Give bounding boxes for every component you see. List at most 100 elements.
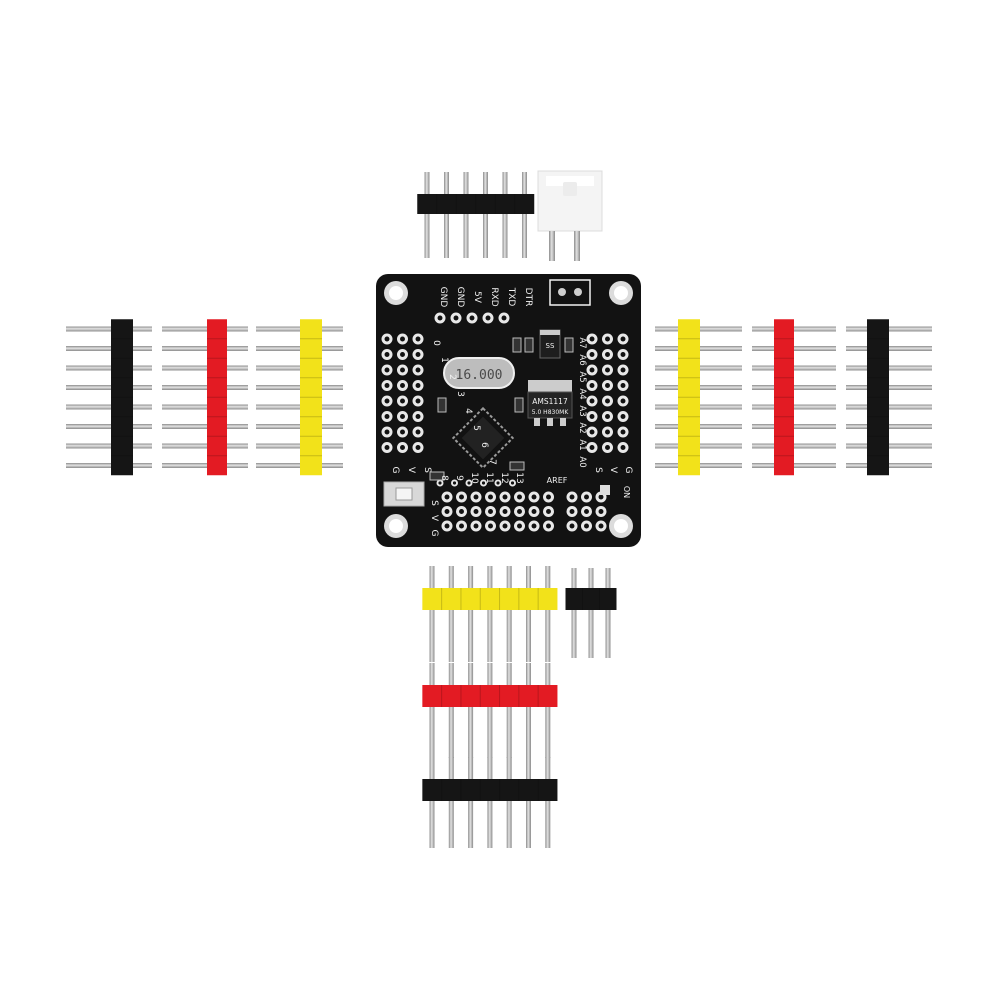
analog-pin-label: A4 [577,388,587,399]
bottom-pin-label: 9 [454,475,464,481]
solder-pad [441,520,453,532]
bottom-pin-label: 13 [514,472,524,483]
solder-pad [412,349,424,360]
solder-pad [566,491,578,503]
pcb-board: 16.000 AMS1117 5.0 H830MK SS [376,274,641,547]
solder-pad [617,442,629,453]
solder-pad [494,479,502,487]
solder-pad [586,442,598,453]
mcu-chip [451,406,515,470]
bottom-row-label: V [429,515,439,522]
analog-pin-label: A7 [577,337,587,348]
solder-pad [412,426,424,438]
solder-pad [586,395,598,407]
solder-pad [602,411,613,422]
analog-pin-label: A3 [577,405,587,416]
bottom-row-label: G [429,530,439,537]
mount-hole [384,514,408,538]
solder-pad [602,349,613,360]
solder-pad [470,506,482,517]
solder-pad [397,411,408,422]
solder-pad [499,520,511,532]
solder-pad [617,333,629,345]
solder-pad [586,364,598,376]
small-black-header [565,568,617,658]
solder-pad [617,411,629,422]
solder-pad [566,506,578,517]
solder-pad [586,380,598,391]
left-pin-label: 4 [463,408,473,414]
solder-pad [566,520,578,532]
bottom-pin-label: 8 [439,475,449,481]
solder-pad [381,349,393,360]
right-red-header [752,319,836,476]
solder-pad [397,426,408,438]
solder-pad [397,380,408,391]
solder-pad [543,520,554,532]
smd-text: SS [546,342,555,350]
solder-pad [586,333,598,345]
left-pin-label: 0 [431,340,441,346]
solder-pad [412,442,424,453]
pin-headers [66,172,932,848]
solder-pad [586,411,598,422]
solder-pad [450,312,462,324]
solder-pad [480,479,487,487]
bottom-pin-label: 11 [484,472,494,483]
solder-pad [412,395,424,407]
right-yellow-header [655,319,742,476]
left-corner-label: G [390,467,400,474]
solder-pad [498,312,510,324]
top-label: RXD [489,287,499,306]
left-yellow-header [256,319,343,476]
solder-pad [470,491,482,503]
solder-pad [617,380,629,391]
solder-pad [514,506,525,517]
smd-components [429,337,610,495]
crystal-oscillator: 16.000 [443,357,515,389]
solder-pad [381,333,393,345]
left-corner-label: V [406,467,416,474]
reset-button[interactable] [383,481,425,507]
bottom-yellow-header [422,566,558,662]
left-pin-label: 7 [487,459,497,465]
solder-pad [381,395,393,407]
solder-pad [543,491,554,503]
solder-pad [381,442,393,453]
solder-pad [528,520,540,532]
solder-pad [595,506,607,517]
solder-pad [602,364,613,376]
analog-pin-label: A1 [577,439,587,450]
solder-pad [397,349,408,360]
solder-pad [397,395,408,407]
solder-pad [499,506,511,517]
solder-pad [397,442,408,453]
bottom-pin-label: 12 [499,472,509,483]
analog-pin-label: A2 [577,422,587,433]
solder-pad [381,411,393,422]
solder-pad [456,506,467,517]
left-pin-label: 6 [479,442,489,448]
top-label: DTR [523,288,533,307]
solder-pad [456,520,467,532]
right-black-header [846,319,932,476]
solder-pad [441,506,453,517]
solder-pad [514,520,525,532]
white-jst-connector [537,170,603,261]
analog-pin-label: A6 [577,354,587,365]
bottom-row-label: S [429,500,439,506]
bottom-pin-label: 10 [469,472,479,484]
solder-pad [412,333,424,345]
solder-pad [485,520,496,532]
mount-hole [609,281,633,305]
left-pin-label: 5 [471,425,481,431]
analog-pin-label: A0 [577,456,587,467]
solder-pad [456,491,467,503]
top-black-header [417,172,535,258]
solder-pad [617,349,629,360]
smd-diode: SS [539,329,561,359]
solder-pad [434,312,446,324]
left-pin-label: 3 [455,391,465,397]
